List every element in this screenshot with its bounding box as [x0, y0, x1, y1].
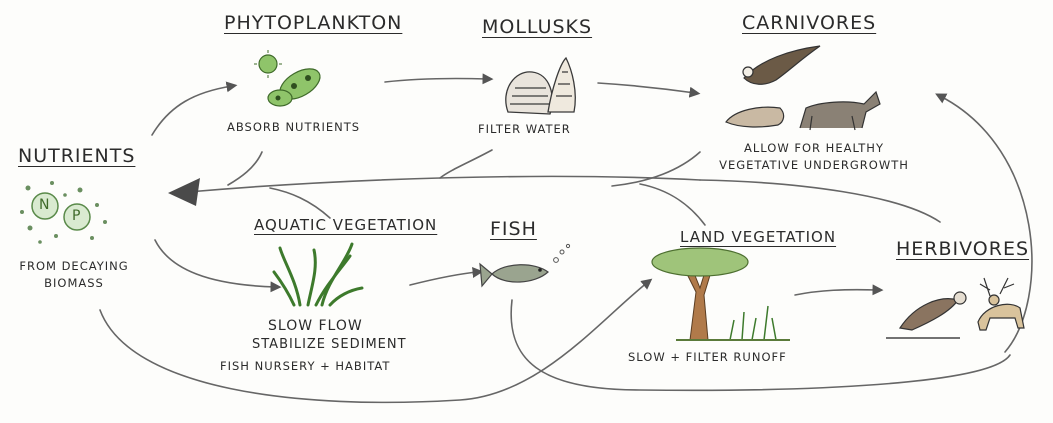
aquatic-vegetation-illustration [274, 244, 362, 305]
arrow-phytoplankton-to-mollusks [385, 78, 488, 82]
arrow-nutrients-to-aquatic-vegetation [155, 240, 276, 287]
arrow-nutrients-to-phytoplankton [152, 86, 232, 135]
land-vegetation-title: Land Vegetation [680, 228, 836, 246]
fish-illustration [480, 244, 570, 286]
land-vegetation-illustration [652, 248, 790, 340]
arrow-return-carnivores [612, 152, 700, 186]
arrow-aquatic-vegetation-to-fish [410, 272, 478, 285]
phosphorus-symbol: P [72, 208, 81, 224]
nutrients-note: From Decaying Biomass [14, 258, 134, 292]
fish-title: Fish [490, 218, 537, 240]
arrow-return-aquatic [270, 188, 330, 218]
mollusks-note: Filter Water [478, 121, 571, 138]
aquatic-vegetation-note-line-2: Stabilize Sediment [252, 336, 407, 353]
carnivores-note-line-1: Allow for Healthy [704, 140, 924, 157]
herbivores-title: Herbivores [896, 238, 1029, 260]
nutrients-note-line-1: From Decaying [14, 258, 134, 275]
arrow-return-herbivores [700, 180, 940, 222]
carnivores-note-line-2: Vegetative Undergrowth [704, 157, 924, 174]
nitrogen-symbol: N [39, 197, 50, 213]
phytoplankton-title: Phytoplankton [224, 12, 402, 34]
carnivores-note: Allow for Healthy Vegetative Undergrowth [704, 140, 924, 174]
arrow-return-land-vegetation [640, 184, 705, 225]
nutrients-note-line-2: Biomass [14, 275, 134, 292]
nutrients-arrowhead [168, 178, 200, 206]
aquatic-vegetation-title: Aquatic Vegetation [254, 216, 437, 234]
land-vegetation-note: Slow + Filter Runoff [628, 349, 787, 366]
phytoplankton-note: Absorb Nutrients [227, 119, 360, 136]
arrow-mollusks-to-carnivores [598, 83, 695, 93]
mollusks-title: Mollusks [482, 16, 592, 38]
nutrients-illustration [20, 181, 107, 244]
phytoplankton-illustration [254, 50, 325, 106]
aquatic-vegetation-note-line-3: Fish Nursery + Habitat [220, 358, 390, 375]
aquatic-vegetation-note-line-1: Slow Flow [268, 318, 363, 335]
arrow-return-mollusks [440, 150, 492, 178]
mollusks-illustration [506, 58, 576, 114]
arrow-return-phytoplankton [228, 152, 262, 185]
nutrients-title: Nutrients [18, 145, 135, 167]
carnivores-title: Carnivores [742, 12, 876, 34]
arrow-land-vegetation-to-herbivores [795, 290, 878, 295]
carnivores-illustration [726, 46, 880, 130]
herbivores-illustration [886, 278, 1024, 338]
